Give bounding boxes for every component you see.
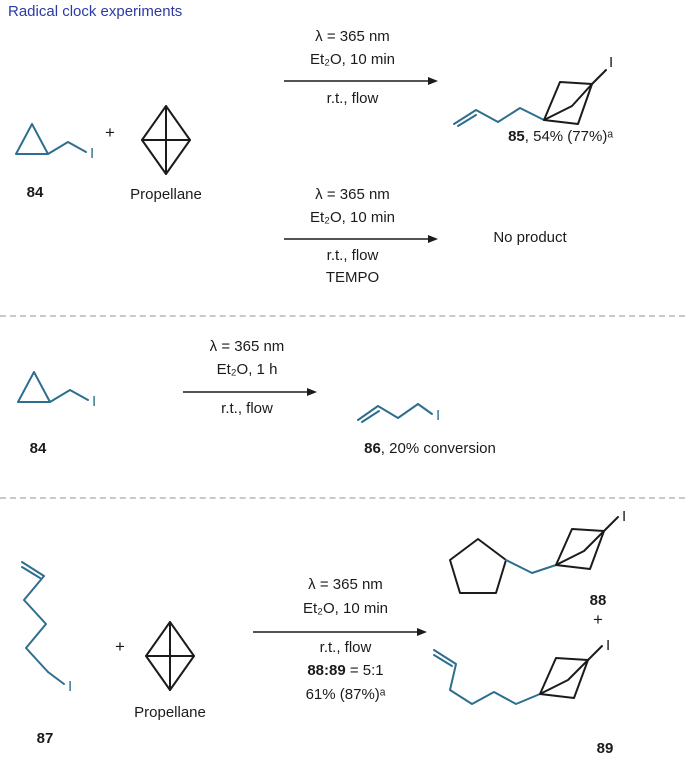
iodine-label: I xyxy=(606,637,610,654)
rxn1-conditions-line3: r.t., flow xyxy=(326,90,379,107)
structure-84: I xyxy=(17,371,96,410)
rxn4-conditions-line2: Et₂O, 10 min xyxy=(302,600,389,617)
iodine-label: I xyxy=(436,407,440,424)
reaction-arrow xyxy=(284,77,438,85)
compound-label-89: 89 xyxy=(596,740,614,757)
rxn2-conditions-line1: λ = 365 nm xyxy=(315,186,390,203)
compound-label-85: 85, 54% (77%)ᵃ xyxy=(468,128,653,146)
ratio-compounds: 88:89 xyxy=(307,662,346,679)
yield-text: , 20% conversion xyxy=(380,440,496,457)
iodine-label: I xyxy=(92,393,96,410)
structure-propellane xyxy=(145,621,195,691)
rxn2-conditions-line3: r.t., flow xyxy=(326,247,379,264)
iodine-label: I xyxy=(90,145,94,162)
no-product-text: No product xyxy=(493,229,567,246)
compound-label-84: 84 xyxy=(29,440,47,457)
compound-number: 86 xyxy=(364,440,381,457)
compound-label-87: 87 xyxy=(36,730,54,747)
section-divider xyxy=(0,315,685,317)
reaction-arrow xyxy=(253,628,427,636)
structure-89: I xyxy=(433,637,610,705)
propellane-label: Propellane xyxy=(130,186,202,203)
rxn4-conditions-line1: λ = 365 nm xyxy=(308,576,383,593)
compound-number: 85 xyxy=(508,128,525,145)
compound-label-84: 84 xyxy=(26,184,44,201)
scheme-title: Radical clock experiments xyxy=(8,3,183,20)
yield-text: , 54% (77%)ᵃ xyxy=(524,128,613,145)
iodine-label: I xyxy=(68,678,72,695)
section-divider xyxy=(0,497,685,499)
iodine-label: I xyxy=(609,54,613,71)
plus-sign: + xyxy=(115,637,125,656)
structure-propellane xyxy=(141,105,191,175)
plus-sign: + xyxy=(593,610,603,629)
rxn3-conditions-line1: λ = 365 nm xyxy=(209,338,285,355)
rxn4-yield-line: 61% (87%)ᵃ xyxy=(305,686,386,703)
structure-87: I xyxy=(21,561,72,695)
reaction-arrow xyxy=(183,388,317,396)
plus-sign: + xyxy=(105,123,115,142)
rxn4-ratio-line: 88:89 = 5:1 xyxy=(258,662,433,680)
iodine-label: I xyxy=(622,508,626,525)
structure-88: I xyxy=(449,508,626,594)
reaction-arrow xyxy=(284,235,438,243)
compound-label-88: 88 xyxy=(589,592,607,609)
propellane-label: Propellane xyxy=(134,704,206,721)
structure-86: I xyxy=(357,403,440,424)
structure-84: I xyxy=(15,123,94,162)
rxn3-conditions-line2: Et₂O, 1 h xyxy=(216,361,278,378)
rxn4-conditions-line3: r.t., flow xyxy=(319,639,372,656)
rxn3-conditions-line3: r.t., flow xyxy=(221,400,273,417)
rxn1-conditions-line2: Et₂O, 10 min xyxy=(309,51,396,68)
compound-label-86: 86, 20% conversion xyxy=(340,440,520,458)
rxn1-conditions-line1: λ = 365 nm xyxy=(315,28,390,45)
ratio-value: = 5:1 xyxy=(345,662,384,679)
rxn2-conditions-line2: Et₂O, 10 min xyxy=(309,209,396,226)
rxn2-conditions-line4: TEMPO xyxy=(325,269,380,286)
structure-85: I xyxy=(453,54,613,127)
